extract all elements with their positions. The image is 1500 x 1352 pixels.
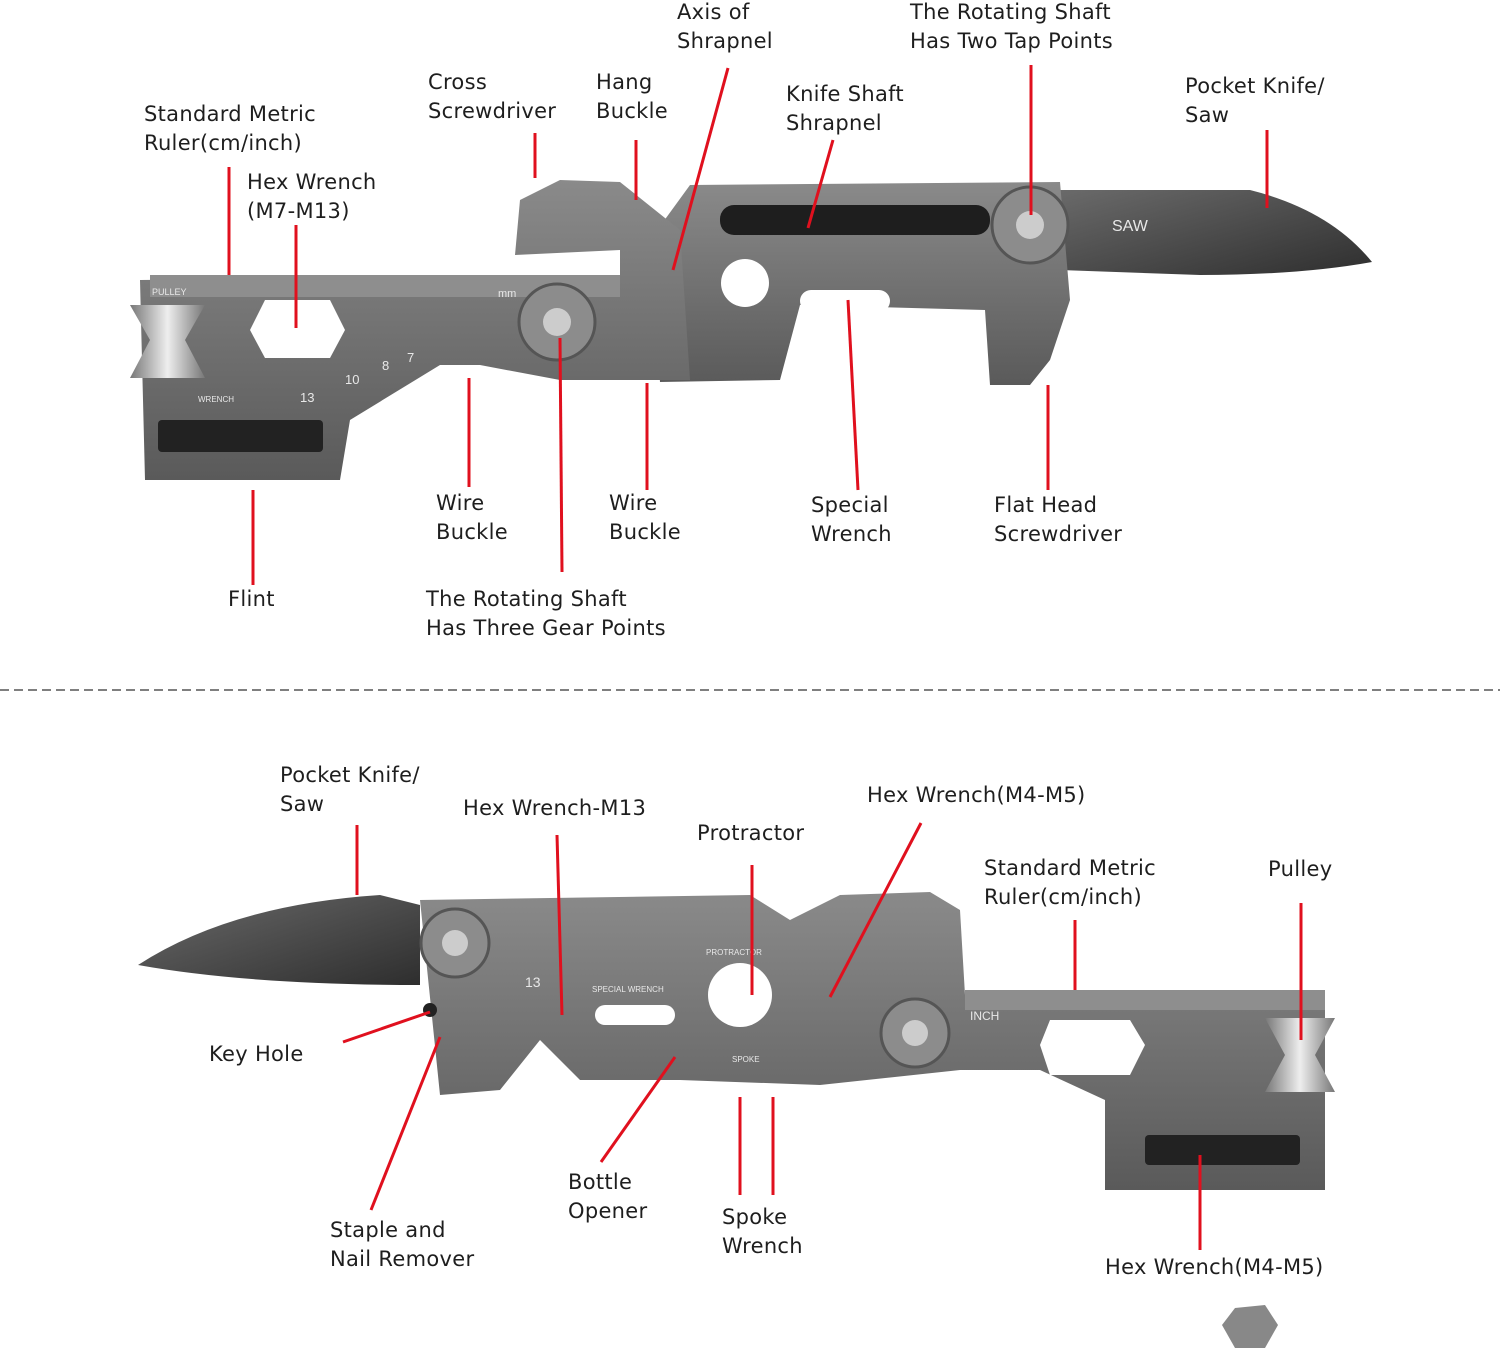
svg-text:SPOKE: SPOKE (732, 1055, 760, 1064)
label-flint: Flint (228, 587, 275, 611)
svg-text:PROTRACTOR: PROTRACTOR (706, 948, 762, 957)
svg-text:10: 10 (345, 372, 359, 387)
callout-lines (227, 65, 1303, 1250)
bottom-knife-blade (138, 895, 420, 985)
top-body (140, 180, 690, 480)
svg-text:7: 7 (407, 350, 414, 365)
svg-text:INCH: INCH (970, 1009, 999, 1023)
label-pocket-knife-saw: Pocket Knife/Saw (280, 763, 420, 816)
label-pocket-knife-saw: Pocket Knife/Saw (1185, 74, 1325, 127)
top-tool: SAW mm 10 8 7 13 PULLEY WRENCH (130, 180, 1372, 480)
label-hex-wrench-m4-m5: Hex Wrench(M4-M5) (1105, 1255, 1324, 1279)
label-pulley: Pulley (1268, 857, 1333, 881)
label-protractor: Protractor (697, 821, 805, 845)
bottom-body (420, 892, 1325, 1190)
label-hex-wrench-m4-m5: Hex Wrench(M4-M5) (867, 783, 1086, 807)
bottom-tool: 13 INCH PROTRACTOR SPECIAL WRENCH SPOKE (138, 892, 1335, 1348)
svg-text:SPECIAL WRENCH: SPECIAL WRENCH (592, 985, 664, 994)
svg-text:WRENCH: WRENCH (198, 395, 234, 404)
svg-text:13: 13 (300, 390, 314, 405)
svg-text:8: 8 (382, 358, 389, 373)
svg-text:13: 13 (525, 974, 541, 990)
label-key-hole: Key Hole (209, 1042, 304, 1066)
top-knife-blade (1060, 190, 1372, 275)
saw-engraving: SAW (1112, 218, 1149, 235)
hex-bit-icon (1222, 1305, 1278, 1348)
svg-text:mm: mm (498, 288, 516, 300)
label-hex-wrench-m7-m13: Hex Wrench(M7-M13) (247, 170, 377, 223)
label-hex-wrench-m13: Hex Wrench-M13 (463, 796, 647, 820)
svg-text:PULLEY: PULLEY (152, 287, 187, 297)
